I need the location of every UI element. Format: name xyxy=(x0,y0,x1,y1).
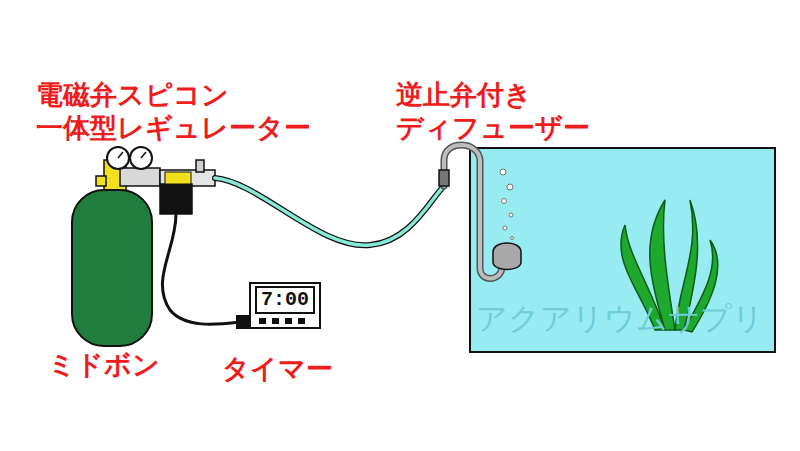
co2-bubbles xyxy=(500,169,514,240)
aquarium-tank xyxy=(470,148,775,352)
part-label: ミドボン xyxy=(48,348,160,381)
timer-display xyxy=(256,287,314,313)
power-cord xyxy=(162,214,240,324)
regulator-body xyxy=(120,168,160,186)
part-label: 電磁弁スピコン 一体型レギュレーター xyxy=(36,78,311,144)
solenoid-valve xyxy=(160,184,192,214)
part-label: タイマー xyxy=(222,352,333,385)
speed-controller xyxy=(160,170,215,186)
pressure-gauge xyxy=(130,147,152,169)
timer-buttons xyxy=(259,318,305,324)
timer-readout: 7:00 xyxy=(261,289,309,311)
part-label: 逆止弁付き ディフューザー xyxy=(396,78,590,144)
co2-tube xyxy=(215,178,444,245)
check-valve xyxy=(439,170,449,186)
timer-body xyxy=(250,283,320,328)
pressure-gauge xyxy=(107,147,129,169)
watermark: アクアリウムサプリ xyxy=(476,300,764,336)
diffuser-head xyxy=(493,243,521,270)
co2-cylinder xyxy=(72,190,152,346)
power-plug xyxy=(236,315,250,329)
